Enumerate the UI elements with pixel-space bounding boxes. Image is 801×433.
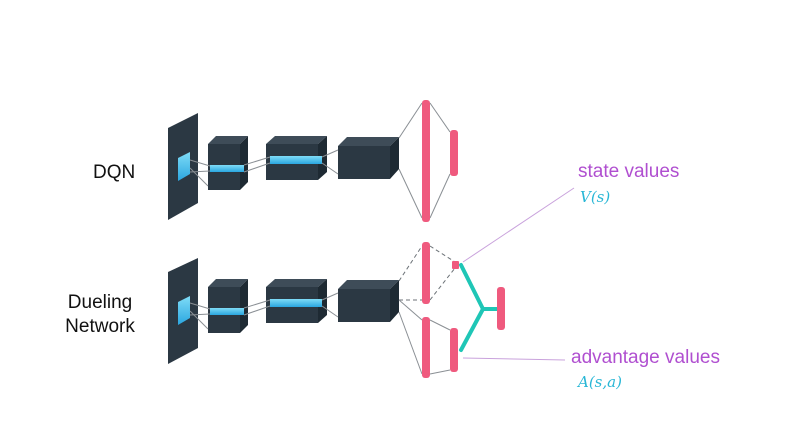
- aggregation-connector: [459, 263, 499, 352]
- advantage-stream-fc-layer: [422, 317, 430, 378]
- dqn-connections: [189, 102, 451, 219]
- dueling-input-layer: [168, 258, 198, 364]
- dqn-conv-layer-1: [208, 136, 248, 190]
- advantage-values-label: advantage values: [571, 347, 720, 368]
- state-values-formula: V(s): [580, 188, 611, 206]
- dueling-conv-layer-1: [208, 279, 248, 333]
- dueling-conv-layer-3: [338, 280, 399, 322]
- dqn-network: [168, 100, 458, 222]
- state-values-label: state values: [578, 161, 680, 182]
- advantage-values-pointer: [462, 357, 566, 361]
- dueling-network: [168, 242, 505, 378]
- dqn-output-layer: [450, 130, 458, 176]
- dueling-conv-layer-2: [266, 279, 327, 323]
- advantage-stream-connections: [398, 299, 451, 375]
- dqn-conv-layer-2: [266, 136, 327, 180]
- dqn-conv-layer-3: [338, 137, 399, 179]
- dueling-label-line1: Dueling: [67, 292, 133, 313]
- value-stream-fc-layer: [422, 242, 430, 304]
- dqn-label: DQN: [93, 162, 136, 183]
- state-value-node: [452, 261, 459, 269]
- advantage-values-formula: A(s,a): [578, 373, 622, 391]
- dueling-label-line2: Network: [65, 316, 135, 337]
- dueling-conv-connections: [189, 292, 339, 330]
- state-values-pointer: [462, 187, 575, 263]
- q-value-output-layer: [497, 287, 505, 330]
- value-stream-connections: [398, 245, 456, 301]
- dqn-fc-layer: [422, 100, 430, 222]
- dqn-input-layer: [168, 113, 198, 220]
- advantage-output-layer: [450, 328, 458, 372]
